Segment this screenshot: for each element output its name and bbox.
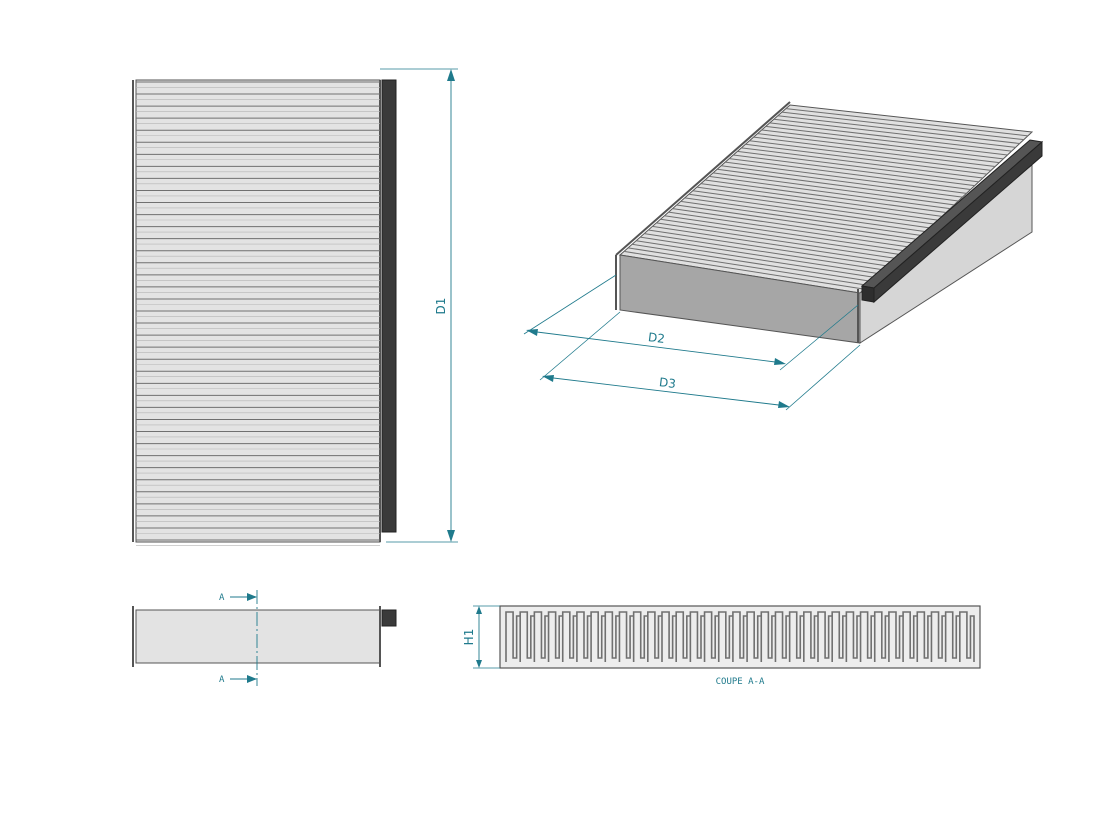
iso-pleat-line (668, 211, 910, 248)
iso-left-frame-top (615, 101, 791, 256)
iso-pleat-line (623, 250, 865, 290)
iso-pleat-line (680, 200, 922, 236)
iso-pleat-line (761, 129, 1004, 160)
iso-pleat-line (628, 247, 869, 286)
iso-pleat-line (773, 118, 1016, 148)
side-view: A A (132, 590, 397, 686)
iso-pleat-line (757, 133, 1000, 164)
iso-pleat-line (781, 111, 1024, 141)
iso-pleat-line (713, 172, 955, 206)
iso-pleat-line (660, 218, 902, 256)
d1-label: D1 (434, 298, 448, 315)
d2-label: D2 (647, 330, 665, 346)
section-marker-bottom-label: A (219, 675, 225, 685)
iso-pleat-line (700, 183, 942, 217)
iso-pleat-line (704, 179, 947, 213)
dimension-d3: D3 (539, 311, 861, 411)
d3-arrow-left (542, 375, 554, 382)
iso-seal-side (873, 140, 1043, 304)
front-view-pleats (136, 81, 380, 546)
iso-pleat-line (749, 140, 992, 171)
section-view: COUPE A-A (499, 605, 981, 687)
d3-label: D3 (658, 375, 676, 391)
d3-arrow-right (778, 401, 790, 408)
iso-pleat-line (721, 165, 963, 198)
section-title: COUPE A-A (716, 677, 765, 687)
iso-pleat-line (636, 240, 877, 279)
iso-pleat-line (708, 175, 951, 210)
iso-pleat-line (656, 222, 897, 259)
iso-pleat-line (741, 147, 983, 179)
d1-arrow-top (447, 69, 455, 81)
iso-pleat-line (753, 136, 996, 167)
side-view-body (135, 609, 381, 664)
section-marker-top-label: A (219, 593, 225, 603)
dimension-d2: D2 (523, 274, 859, 371)
iso-pleat-line (777, 115, 1020, 144)
iso-pleat-line (664, 215, 906, 252)
iso-pleat-line (737, 150, 979, 183)
d2-extension-left (523, 274, 617, 335)
side-view-seal (381, 609, 397, 627)
iso-pleat-line (644, 233, 885, 271)
iso-pleat-line (696, 186, 938, 221)
d2-dimension-line (528, 330, 784, 364)
iso-pleat-line (765, 125, 1008, 156)
iso-pleat-line (676, 204, 918, 240)
iso-pleat-line (725, 161, 967, 194)
d3-extension-right (785, 344, 861, 411)
iso-front-face (619, 254, 861, 344)
d3-extension-left (539, 311, 621, 381)
section-pleat-zigzag (505, 611, 975, 662)
iso-pleat-line (692, 190, 934, 225)
iso-pleat-line (684, 197, 926, 233)
h1-label: H1 (462, 629, 476, 646)
iso-pleat-line (769, 122, 1012, 152)
d1-arrow-bottom (447, 530, 455, 542)
iso-pleat-line (717, 168, 959, 202)
h1-arrow-bottom (476, 660, 482, 668)
dimension-h1: H1 (462, 605, 500, 669)
d2-arrow-left (526, 329, 538, 336)
iso-pleat-line (745, 143, 988, 175)
iso-pleat-line (640, 236, 881, 275)
iso-seal-front (861, 285, 875, 303)
d2-arrow-right (774, 358, 786, 365)
iso-pleat-line (733, 154, 975, 187)
isometric-view (615, 101, 1044, 344)
section-arrow-bottom-head (247, 675, 257, 683)
iso-pleat-line (729, 158, 971, 190)
iso-pleat-line (785, 108, 1028, 137)
d3-dimension-line (544, 376, 788, 407)
front-view (132, 79, 397, 546)
iso-pleat-line (688, 193, 930, 229)
iso-pleat-line (652, 225, 893, 263)
h1-arrow-top (476, 606, 482, 614)
d2-extension-right (779, 304, 859, 371)
section-arrow-top-head (247, 593, 257, 601)
dimension-d1: D1 (380, 68, 458, 543)
iso-pleats (623, 108, 1028, 290)
front-view-seal-strip (381, 79, 397, 533)
iso-pleat-line (648, 229, 889, 267)
iso-pleat-line (672, 208, 914, 244)
iso-pleat-line (632, 243, 873, 282)
